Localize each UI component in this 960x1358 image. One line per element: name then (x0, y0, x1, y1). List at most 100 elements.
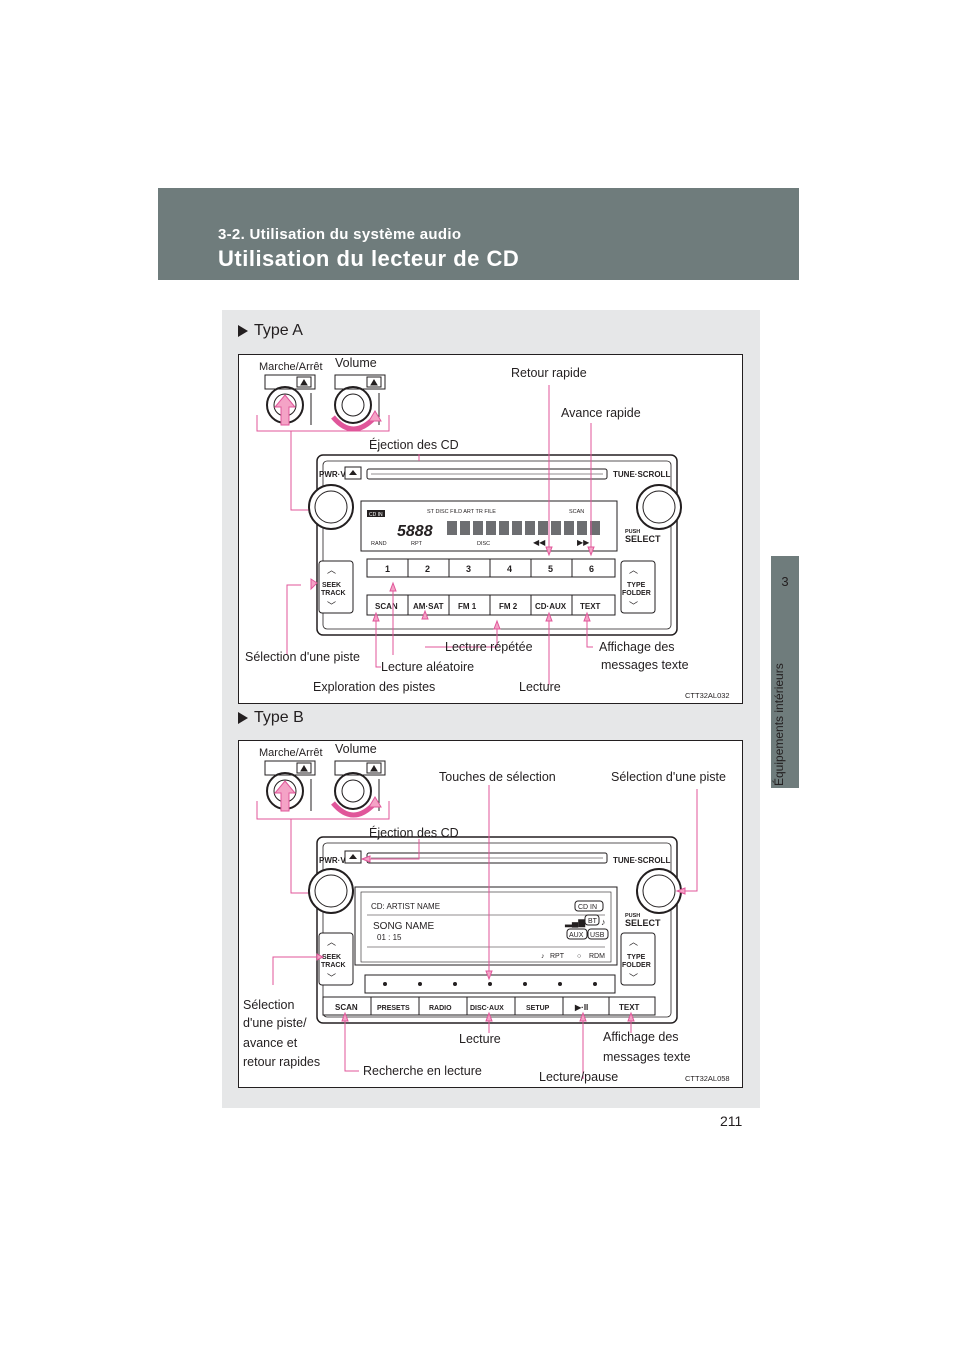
rewind-label: Retour rapide (511, 366, 587, 380)
bt-indicator: BT (588, 918, 598, 925)
preset-4[interactable]: 4 (507, 564, 512, 574)
push-text-b: PUSH (625, 913, 640, 919)
type-folder-button[interactable] (620, 560, 656, 614)
track-text-b: TRACK (321, 962, 346, 969)
text-display-label-b2: messages texte (603, 1050, 691, 1064)
track-text: TRACK (321, 590, 346, 597)
display-top-text: ST DISC FILD ART TR FILE (427, 509, 496, 515)
figure-code-b: CTT32AL058 (685, 1074, 730, 1083)
preset-3[interactable]: 3 (466, 564, 471, 574)
tune-scroll-text: TUNE·SCROLL (613, 470, 670, 479)
arrow-right-icon (238, 711, 248, 724)
preset-1[interactable]: 1 (385, 564, 390, 574)
play-label: Lecture (519, 680, 561, 694)
display-time: 01 : 15 (377, 933, 402, 942)
select-text: SELECT (625, 534, 661, 544)
type-text: TYPE (627, 582, 646, 589)
text-button[interactable]: TEXT (580, 602, 601, 611)
type-a-heading-text: Type A (254, 322, 303, 339)
selection-key-3[interactable] (453, 982, 457, 986)
presets-button[interactable]: PRESETS (377, 1005, 410, 1012)
seek-label-1: Sélection (243, 998, 294, 1012)
lcd-display-b (354, 886, 618, 966)
selection-key-6[interactable] (558, 982, 562, 986)
scan-button-b[interactable]: SCAN (335, 1003, 358, 1012)
display-segments (447, 521, 600, 535)
text-display-label-1: Affichage des (599, 640, 675, 654)
display-song: SONG NAME (373, 921, 434, 932)
leader-arrows-a (310, 546, 595, 630)
cd-in-badge (367, 510, 385, 517)
play-pause-button[interactable]: ▶·II (574, 1003, 588, 1012)
text-button-b[interactable]: TEXT (619, 1003, 640, 1012)
tune-scroll-text-b: TUNE·SCROLL (613, 856, 670, 865)
signal-icon: ▂▄▆ (564, 917, 586, 928)
page-title: Utilisation du lecteur de CD (218, 246, 520, 271)
display-rpt: RPT (411, 541, 423, 547)
setup-button[interactable]: SETUP (526, 1005, 550, 1012)
section-subtitle: 3-2. Utilisation du système audio (218, 226, 462, 243)
type-b-diagram: Marche/Arrêt Volume PWR·VOL TUNE·SCROLL … (238, 740, 743, 1088)
seek-label-2: d'une piste/ (243, 1016, 307, 1030)
page-number: 211 (720, 1113, 743, 1129)
type-b-heading-text: Type B (254, 709, 304, 726)
selection-key-5[interactable] (523, 982, 527, 986)
volume-knob-inset-b (331, 760, 386, 818)
disc-aux-button[interactable]: DISC·AUX (470, 1005, 504, 1012)
power-knob-inset-b (264, 760, 316, 812)
leader-arrows-b (316, 855, 686, 1022)
am-sat-button[interactable]: AM·SAT (413, 602, 444, 611)
fast-forward-icon: ▶▶ (577, 538, 590, 547)
track-select-label: Sélection d'une piste (245, 650, 360, 664)
rpt-indicator: RPT (550, 953, 565, 960)
display-artist: CD: ARTIST NAME (371, 902, 440, 911)
volume-knob-inset (331, 374, 386, 432)
fm2-button[interactable]: FM 2 (499, 602, 518, 611)
chevron-down-icon: ﹀ (327, 973, 336, 983)
selection-key-1[interactable] (383, 982, 387, 986)
tune-scroll-knob[interactable] (636, 484, 682, 530)
play-pause-label: Lecture/pause (539, 1070, 618, 1084)
type-a-diagram: Marche/Arrêt Volume PWR·VOL TUNE·SCROLL … (238, 354, 743, 704)
text-display-label-b1: Affichage des (603, 1030, 679, 1044)
preset-buttons: 1 2 3 4 5 6 (366, 558, 616, 578)
rdm-indicator: RDM (589, 953, 605, 960)
radio-button[interactable]: RADIO (429, 1005, 452, 1012)
preset-6[interactable]: 6 (589, 564, 594, 574)
pwr-vol-knob[interactable] (308, 484, 354, 530)
eject-icon (349, 470, 357, 475)
type-b-illustration: Marche/Arrêt Volume PWR·VOL TUNE·SCROLL … (243, 742, 730, 1084)
eject-icon (349, 854, 357, 859)
selection-key-2[interactable] (418, 982, 422, 986)
text-display-label-2: messages texte (601, 658, 689, 672)
preset-2[interactable]: 2 (425, 564, 430, 574)
selection-key-4[interactable] (488, 982, 492, 986)
seek-label-3: avance et (243, 1036, 298, 1050)
repeat-icon: ♪ (541, 953, 545, 960)
chapter-label: Équipements intérieurs (772, 663, 786, 786)
power-knob-inset (264, 374, 316, 426)
seek-track-button[interactable] (318, 560, 354, 614)
push-text: PUSH (625, 529, 640, 535)
preset-5[interactable]: 5 (548, 564, 553, 574)
seek-text: SEEK (322, 582, 341, 589)
pwr-vol-knob-b[interactable] (308, 868, 354, 914)
type-folder-button-b[interactable] (620, 932, 656, 986)
pwr-vol-text: PWR·VOL (319, 470, 357, 479)
arrow-right-icon (238, 324, 248, 337)
eject-label-b: Éjection des CD (369, 825, 459, 840)
display-rand: RAND (371, 541, 387, 547)
display-disc: DISC (477, 541, 490, 547)
select-text-b: SELECT (625, 918, 661, 928)
fast-forward-label: Avance rapide (561, 406, 641, 420)
selection-key-7[interactable] (593, 982, 597, 986)
display-digits: 5888 (397, 523, 433, 540)
display-scan-text: SCAN (569, 509, 584, 515)
music-note-icon: ♪ (601, 917, 606, 927)
tune-scroll-knob-b[interactable] (636, 868, 682, 914)
aux-indicator: AUX (569, 932, 584, 939)
fm1-button[interactable]: FM 1 (458, 602, 477, 611)
scan-button[interactable]: SCAN (375, 602, 398, 611)
eject-label: Éjection des CD (369, 437, 459, 452)
cd-aux-button[interactable]: CD·AUX (535, 602, 567, 611)
